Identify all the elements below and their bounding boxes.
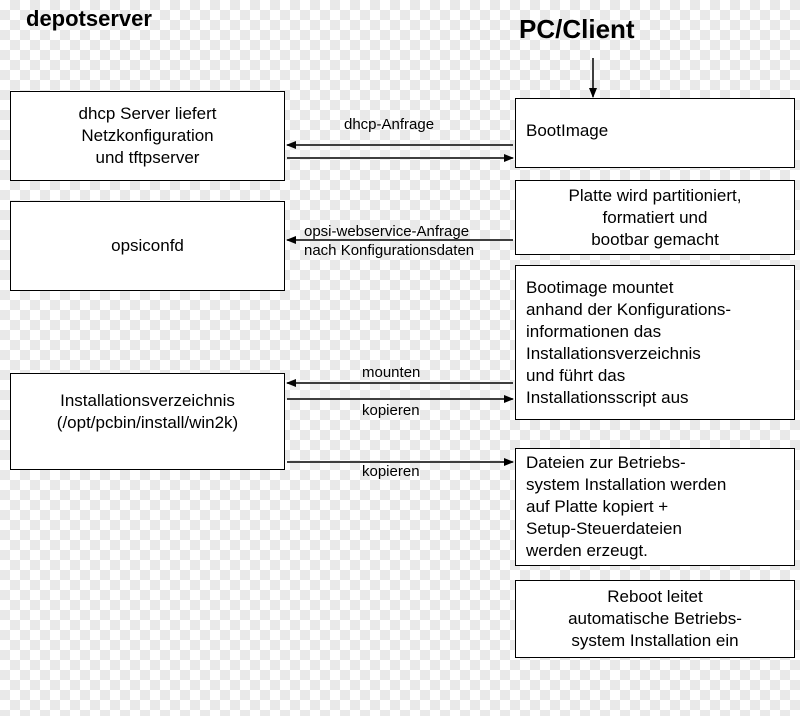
copy-label-1: kopieren — [362, 402, 420, 419]
mount-line-1: Bootimage mountet — [526, 277, 674, 297]
platte-line-2: formatiert und — [602, 207, 708, 227]
mount-box: Bootimage mountet anhand der Konfigurati… — [515, 265, 795, 420]
mount-line-3: informationen das — [526, 321, 662, 341]
dhcp-line-3: und tftpserver — [95, 148, 200, 167]
platte-line-3: bootbar gemacht — [591, 229, 719, 249]
mount-line-4: Installationsverzeichnis — [526, 343, 701, 363]
pc-client-title: PC/Client — [519, 14, 635, 44]
dhcp-line-2: Netzkonfiguration — [81, 126, 214, 145]
dateien-line-5: werden erzeugt. — [526, 541, 648, 560]
mount-line-6: Installationsscript aus — [526, 387, 689, 407]
dhcp-server-box: dhcp Server liefert Netzkonfiguration un… — [10, 91, 285, 181]
mount-label: mounten — [362, 364, 421, 381]
bootimage-box: BootImage — [515, 98, 795, 168]
dateien-line-4: Setup-Steuerdateien — [526, 519, 682, 538]
platte-line-1: Platte wird partitioniert, — [568, 185, 742, 205]
bootimage-line-1: BootImage — [526, 121, 609, 140]
dhcp-line-1: dhcp Server liefert — [78, 104, 217, 123]
dateien-line-1: Dateien zur Betriebs- — [526, 453, 686, 472]
mount-line-2: anhand der Konfigurations- — [526, 299, 732, 319]
reboot-line-1: Reboot leitet — [607, 587, 703, 606]
opsi-request-label-1: opsi-webservice-Anfrage — [304, 223, 470, 240]
reboot-box: Reboot leitet automatische Betriebs- sys… — [515, 580, 795, 658]
reboot-line-2: automatische Betriebs- — [568, 609, 742, 628]
mount-line-5: und führt das — [526, 365, 626, 385]
install-line-1: Installationsverzeichnis — [60, 390, 235, 410]
install-directory-box: Installationsverzeichnis (/opt/pcbin/ins… — [10, 373, 285, 470]
partition-box: Platte wird partitioniert, formatiert un… — [515, 180, 795, 255]
reboot-line-3: system Installation ein — [571, 631, 739, 650]
depotserver-title: depotserver — [26, 6, 152, 31]
install-line-2: (/opt/pcbin/install/win2k) — [56, 412, 239, 432]
opsi-request-label-2: nach Konfigurationsdaten — [304, 242, 475, 259]
copy-files-box: Dateien zur Betriebs- system Installatio… — [515, 448, 795, 566]
dateien-line-3: auf Platte kopiert + — [526, 497, 669, 516]
copy-label-2: kopieren — [362, 463, 420, 480]
dateien-line-2: system Installation werden — [526, 475, 727, 494]
dhcp-request-label: dhcp-Anfrage — [344, 116, 435, 133]
opsiconfd-box: opsiconfd — [10, 201, 285, 291]
opsiconfd-line-1: opsiconfd — [111, 236, 184, 255]
